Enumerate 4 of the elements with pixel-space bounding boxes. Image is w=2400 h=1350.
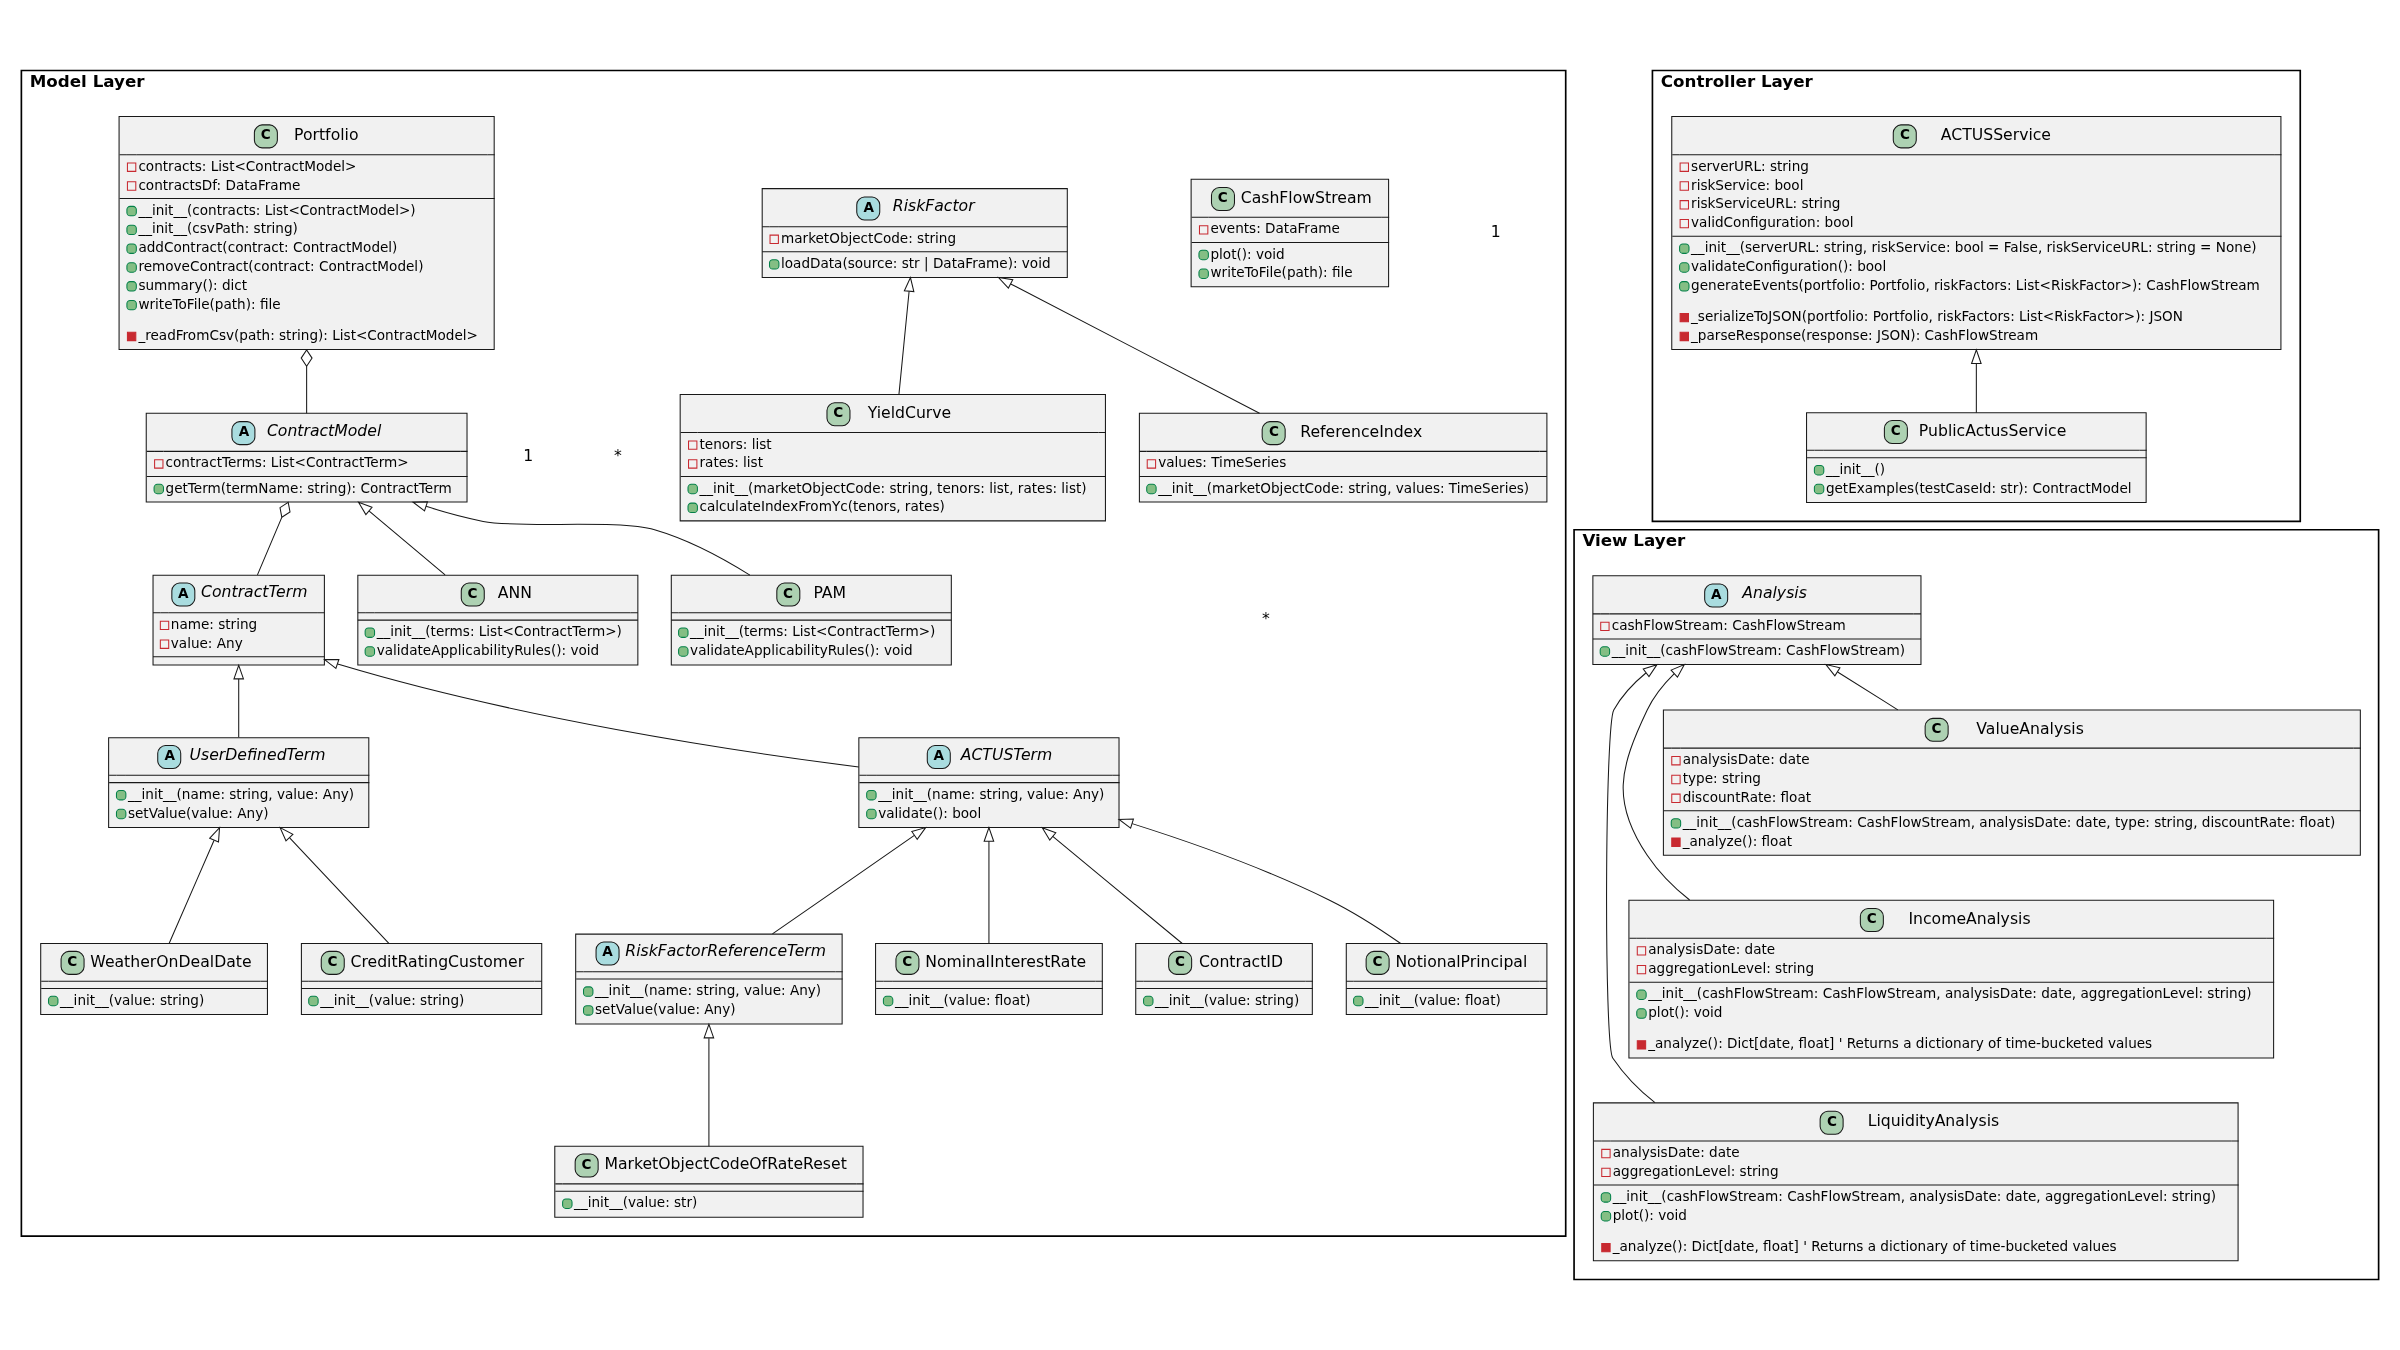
label: 1	[1490, 221, 1501, 241]
label: 1	[523, 446, 534, 466]
label: *	[614, 446, 622, 466]
label: *	[1261, 608, 1270, 628]
